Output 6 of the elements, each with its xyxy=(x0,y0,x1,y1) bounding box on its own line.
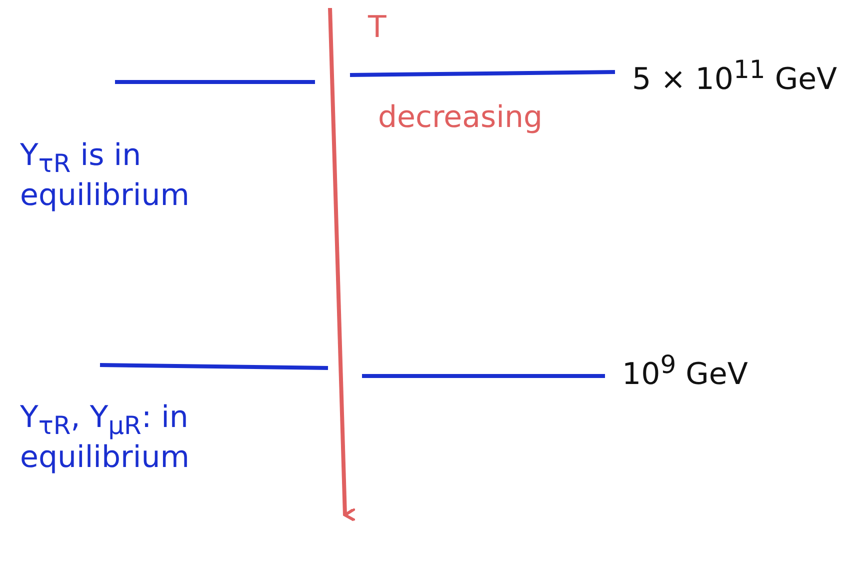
energy-value: 10$^{9}$ GeV xyxy=(622,350,748,392)
axis-label: T xyxy=(368,10,386,45)
equilibrium-note: Y$_{τR}$, Y$_{μR}$: in equilibrium xyxy=(20,400,190,475)
energy-value: 5 × 10$^{11}$ GeV xyxy=(632,55,838,97)
equilibrium-note: Y$_{τR}$ is in equilibrium xyxy=(20,138,190,213)
direction-note: decreasing xyxy=(378,100,543,135)
